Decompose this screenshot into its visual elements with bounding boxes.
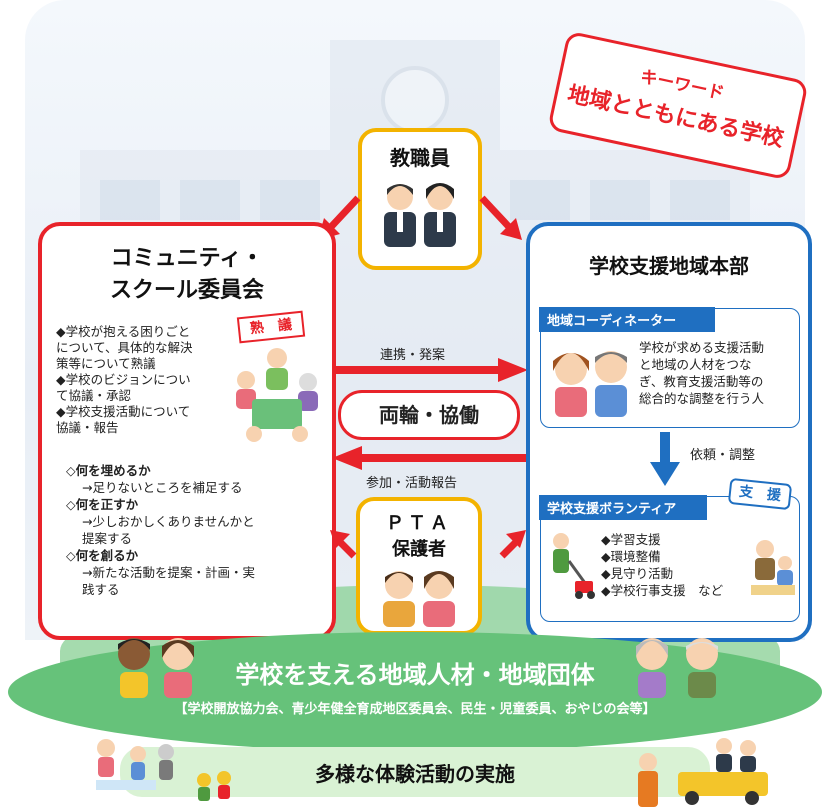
bullet-line: て協議・承認 [56, 388, 132, 403]
teachers-illustration [384, 183, 456, 247]
volunteer-bar: 学校支援ボランティア [539, 495, 707, 520]
pta-arrows [330, 530, 526, 559]
activities-illustration-right [638, 738, 768, 807]
coordinator-text-line: 総合的な調整を行う人 [639, 391, 765, 406]
question-fill: ◇何を埋めるか [66, 463, 151, 478]
answer-correct-cont: 提案する [82, 531, 133, 546]
community-school-box: コミュニティ・ スクール委員会 熟 議 ◆学校が抱える困りごと について、具体的… [38, 222, 336, 640]
volunteer-items: ◆学習支援 ◆環境整備 ◆見守り活動 ◆学校行事支援 など [601, 531, 751, 599]
bullet-line: について、具体的な解決 [56, 340, 193, 355]
coordinator-text-line: と地域の人材をつな [639, 357, 752, 372]
meeting-illustration [236, 348, 318, 442]
community-people-left [118, 638, 194, 698]
answer-correct: →少しおかしくありませんかと [82, 514, 255, 529]
arrow-bottom-label: 参加・活動報告 [366, 476, 458, 491]
activities-illustration-left [96, 739, 231, 801]
support-hq-box: 学校支援地域本部 地域コーディネーター 学校が求める支援活動 と地域の人材をつな… [526, 222, 812, 642]
bullet-line: ◆学校支援活動について [56, 404, 191, 419]
community-title: 学校を支える地域人材・地域団体 [235, 661, 595, 689]
coordinator-text: 学校が求める支援活動 と地域の人材をつな ぎ、教育支援活動等の 総合的な調整を行… [639, 339, 799, 407]
support-tag: 支 援 [727, 477, 793, 511]
rinbo-label: 両輪・協働 [338, 390, 520, 440]
volunteer-panel: 学校支援ボランティア 支 援 ◆学習支援 ◆環境整備 ◆見守り活動 ◆学校行事支… [539, 477, 800, 622]
community-school-title-line1: コミュニティ・ [110, 246, 264, 271]
request-label: 依頼・調整 [690, 448, 756, 463]
volunteer-item: ◆環境整備 [601, 549, 661, 564]
down-arrow [650, 432, 680, 486]
arrow-top-label: 連携・発案 [380, 348, 446, 363]
pta-box: ＰＴＡ 保護者 [356, 497, 482, 635]
coordinator-bar: 地域コーディネーター [539, 307, 715, 332]
faculty-box: 教職員 [358, 128, 482, 270]
volunteer-item: ◆見守り活動 [601, 566, 674, 581]
tutoring-illustration [751, 540, 795, 595]
community-school-questions: ◇何を埋めるか →足りないところを補足する ◇何を正すか →少しおかしくありませ… [66, 462, 316, 598]
arrow-right [332, 358, 528, 382]
bullet-line: 協議・報告 [56, 420, 119, 435]
pta-title-line1: ＰＴＡ [386, 513, 452, 534]
activities-title: 多様な体験活動の実施 [315, 762, 515, 786]
volunteer-item: ◆学校行事支援 など [601, 583, 724, 598]
question-create: ◇何を創るか [66, 548, 139, 563]
bullet-line: 策等について熟議 [56, 356, 156, 371]
coordinator-panel: 地域コーディネーター 学校が求める支援活動 と地域の人材をつな ぎ、教育支援活動… [539, 307, 800, 428]
deliberation-tag: 熟 議 [236, 310, 306, 344]
community-school-title-line2: スクール委員会 [109, 278, 264, 303]
coordinator-text-line: ぎ、教育支援活動等の [639, 374, 764, 389]
answer-create-cont: 践する [82, 582, 120, 597]
community-people-right [636, 638, 718, 698]
arrow-left [332, 446, 528, 470]
volunteer-item: ◆学習支援 [601, 532, 661, 547]
mower-illustration [553, 533, 595, 599]
question-correct: ◇何を正すか [66, 497, 139, 512]
faculty-title: 教職員 [390, 146, 450, 170]
support-hq-title: 学校支援地域本部 [589, 254, 749, 278]
community-school-bullets: ◆学校が抱える困りごと について、具体的な解決 策等について熟議 ◆学校のビジョ… [56, 324, 226, 436]
answer-fill: →足りないところを補足する [82, 480, 243, 495]
coordinator-text-line: 学校が求める支援活動 [639, 340, 765, 355]
faculty-arrows [318, 195, 522, 240]
answer-create: →新たな活動を提案・計画・実 [82, 565, 255, 580]
parents-illustration [383, 571, 455, 627]
community-subtitle: 【学校開放協力会、青少年健全育成地区委員会、民生・児童委員、おやじの会等】 [174, 702, 656, 717]
bullet-line: ◆学校が抱える困りごと [56, 324, 191, 339]
coordinators-illustration [553, 351, 627, 417]
pta-title-line2: 保護者 [392, 539, 446, 560]
bullet-line: ◆学校のビジョンについ [56, 372, 191, 387]
